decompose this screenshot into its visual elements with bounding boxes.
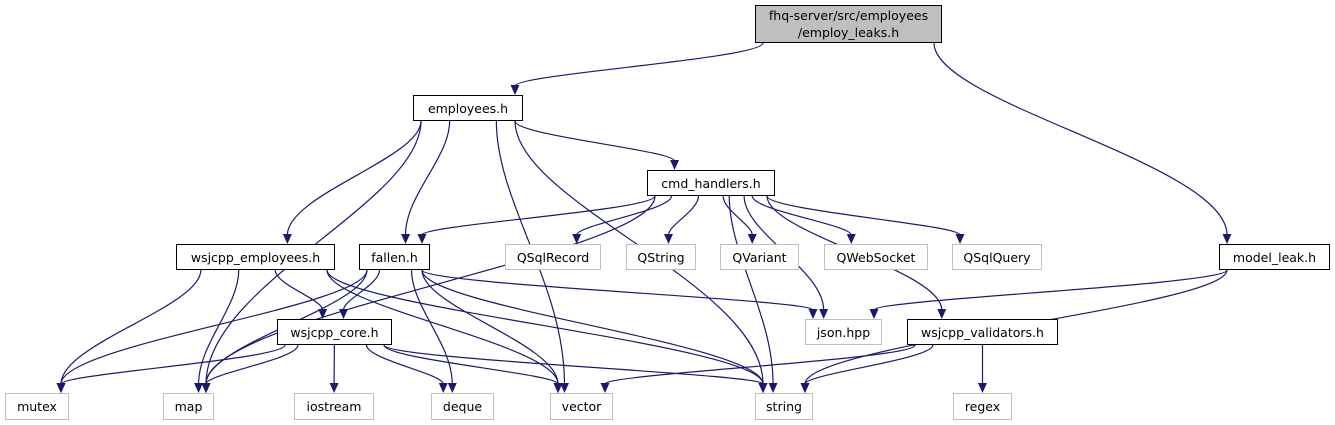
arrowhead-cmd_handlers-to-qsqlquery — [955, 234, 965, 244]
arrowhead-wsjcpp_core-to-string — [758, 383, 768, 393]
edge-wsjcpp_core-to-map — [205, 344, 299, 385]
arrowhead-cmd_handlers-to-qwebsocket — [846, 234, 856, 244]
edge-employees-to-cmd_handlers — [514, 120, 676, 162]
edge-cmd_handlers-to-qsqlquery — [766, 195, 961, 236]
arrowhead-employees-to-cmd_handlers — [670, 160, 680, 170]
edge-wsjcpp_employees-to-wsjcpp_core — [274, 269, 324, 311]
arrowhead-root-to-employees — [510, 85, 520, 95]
arrowhead-employees-to-fallen — [401, 234, 411, 244]
node-qwebsocket: QWebSocket — [824, 244, 928, 270]
edge-wsjcpp_validators-to-vector — [604, 344, 916, 385]
arrowhead-employees-to-vector — [559, 383, 569, 393]
edge-fallen-to-mutex — [60, 269, 368, 385]
node-employ-leaks-h[interactable]: fhq-server/src/employees /employ_leaks.h — [755, 5, 942, 43]
node-mutex: mutex — [5, 393, 69, 420]
edge-wsjcpp_validators-to-string — [804, 344, 934, 385]
arrowhead-cmd_handlers-to-qstring — [664, 234, 673, 244]
edge-wsjcpp_employees-to-mutex — [60, 269, 202, 385]
node-iostream: iostream — [294, 393, 374, 420]
arrowhead-cmd_handlers-to-wsjcpp_validators — [937, 309, 947, 319]
edge-cmd_handlers-to-qvariant — [722, 195, 753, 236]
arrowhead-cmd_handlers-to-json — [819, 309, 829, 319]
arrowhead-cmd_handlers-to-qvariant — [747, 234, 757, 244]
arrowhead-cmd_handlers-to-qsqlrecord — [572, 234, 582, 244]
edge-root-to-employees — [514, 42, 764, 87]
node-wsjcpp-validators-h[interactable]: wsjcpp_validators.h — [907, 319, 1058, 345]
edge-model_leak-to-json — [873, 269, 1228, 311]
node-qstring: QString — [626, 244, 696, 270]
node-cmd-handlers-h[interactable]: cmd_handlers.h — [647, 170, 775, 196]
edge-wsjcpp_core-to-mutex — [60, 344, 286, 385]
edge-employees-to-wsjcpp_employees — [286, 120, 422, 236]
node-string: string — [755, 393, 813, 420]
node-deque: deque — [431, 393, 494, 420]
arrowhead-fallen-to-deque — [447, 383, 457, 393]
arrowhead-wsjcpp_core-to-iostream — [329, 383, 339, 393]
arrowhead-wsjcpp_employees-to-map — [194, 383, 204, 393]
arrowhead-wsjcpp_core-to-map — [201, 383, 211, 393]
arrowhead-fallen-to-wsjcpp_core — [339, 309, 348, 319]
node-employees-h[interactable]: employees.h — [413, 95, 523, 121]
edge-wsjcpp_core-to-string — [383, 344, 764, 385]
node-qsqlquery: QSqlQuery — [952, 244, 1042, 270]
edge-wsjcpp_employees-to-vector — [326, 269, 559, 385]
edge-wsjcpp_core-to-deque — [365, 344, 444, 385]
edge-fallen-to-vector — [421, 269, 559, 385]
arrowhead-cmd_handlers-to-string — [768, 383, 778, 393]
arrowhead-cmd_handlers-to-fallen — [417, 234, 427, 244]
edge-root-to-model_leak — [933, 42, 1228, 236]
node-json-hpp: json.hpp — [805, 319, 882, 345]
node-regex: regex — [953, 393, 1012, 420]
edge-cmd_handlers-to-fallen — [421, 195, 656, 236]
edge-cmd_handlers-to-string — [728, 195, 774, 385]
node-wsjcpp-employees-h[interactable]: wsjcpp_employees.h — [176, 244, 335, 270]
edge-wsjcpp_core-to-vector — [383, 344, 559, 385]
arrowhead-employees-to-wsjcpp_employees — [282, 234, 292, 244]
edge-fallen-to-string — [421, 269, 764, 385]
node-fallen-h[interactable]: fallen.h — [359, 244, 430, 270]
edge-employees-to-fallen — [404, 120, 451, 236]
edge-fallen-to-json — [421, 269, 814, 311]
arrowhead-wsjcpp_core-to-mutex — [56, 383, 66, 393]
arrowhead-model_leak-to-string — [800, 383, 810, 393]
edge-cmd_handlers-to-map — [205, 195, 656, 385]
edge-fallen-to-deque — [410, 269, 453, 385]
node-vector: vector — [550, 393, 613, 420]
arrowhead-wsjcpp_validators-to-regex — [978, 383, 987, 393]
edge-wsjcpp_employees-to-map — [197, 269, 240, 385]
node-qvariant: QVariant — [720, 244, 799, 270]
edge-cmd_handlers-to-qsqlrecord — [576, 195, 673, 236]
arrowhead-wsjcpp_core-to-vector — [553, 383, 563, 393]
node-qsqlrecord: QSqlRecord — [505, 244, 601, 270]
arrowhead-root-to-model_leak — [1222, 234, 1232, 244]
edge-cmd_handlers-to-qstring — [667, 195, 700, 236]
arrowhead-wsjcpp_validators-to-vector — [600, 383, 610, 393]
node-wsjcpp-core-h[interactable]: wsjcpp_core.h — [277, 319, 392, 345]
edge-fallen-to-wsjcpp_core — [342, 269, 381, 311]
arrowhead-wsjcpp_employees-to-wsjcpp_core — [318, 309, 328, 319]
node-model-leak-h[interactable]: model_leak.h — [1219, 244, 1330, 270]
edge-cmd_handlers-to-qwebsocket — [751, 195, 852, 236]
arrowhead-wsjcpp_core-to-deque — [438, 383, 448, 393]
arrowhead-model_leak-to-json — [869, 309, 879, 319]
node-map: map — [163, 393, 214, 420]
arrowhead-fallen-to-json — [808, 309, 818, 319]
